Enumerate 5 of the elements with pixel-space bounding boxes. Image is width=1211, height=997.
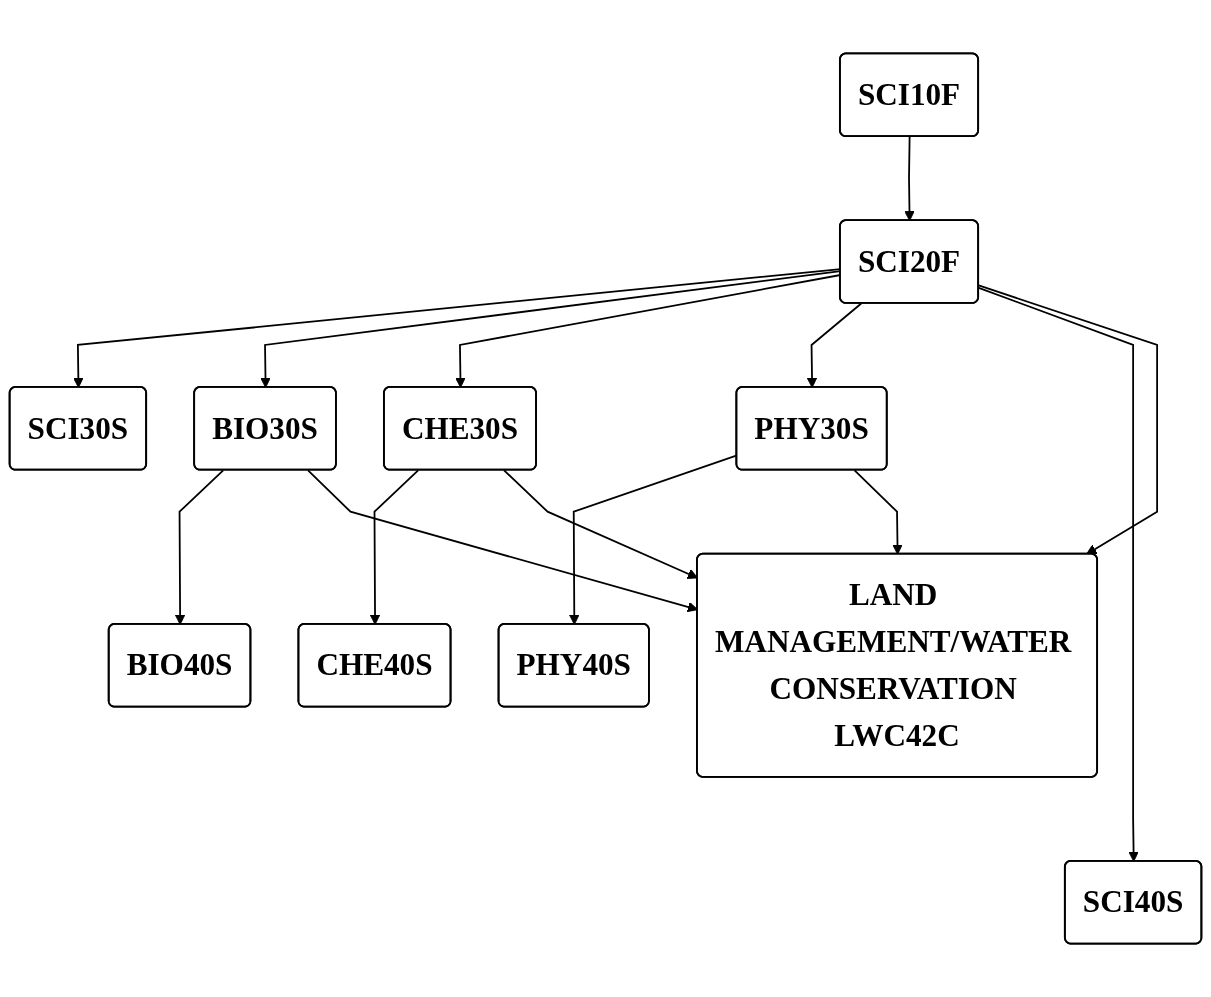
arrow [174,469,225,625]
arrow [369,469,420,625]
arrow [853,469,903,555]
arrow [806,302,863,388]
arrow [904,135,915,222]
